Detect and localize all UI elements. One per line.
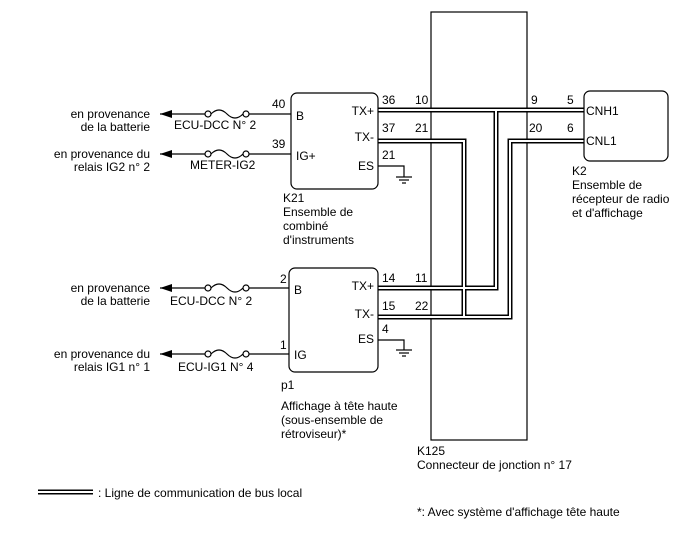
k21-pin-ig: IG+: [296, 149, 316, 163]
p1-input2-source-line2: relais IG1 n° 1: [74, 360, 150, 374]
p1-pin-ig: IG: [294, 348, 307, 362]
p1-input2-source-line1: en provenance du: [54, 347, 150, 361]
p1-input1-source-line2: de la batterie: [81, 294, 151, 308]
k125-pin-number-21: 21: [415, 121, 429, 135]
k21-input1-fuse-label: ECU-DCC N° 2: [174, 118, 256, 132]
k21-box: [290, 92, 379, 190]
k21-pin-number-b: 40: [272, 97, 286, 111]
k2-pin-number-cnl1: 6: [567, 121, 574, 135]
k125-pin-number-10: 10: [415, 93, 429, 107]
k21-input2-fuse-label: METER-IG2: [190, 158, 256, 172]
p1-name-line2: (sous-ensemble de: [281, 413, 383, 427]
legend: : Ligne de communication de bus local: [38, 486, 302, 500]
k21-id: K21: [283, 191, 305, 205]
k125-junction-connector-box: [430, 11, 528, 441]
p1-pin-number-es: 4: [382, 322, 389, 336]
footnote: *: Avec système d'affichage tête haute: [417, 505, 620, 519]
k2-pin-number-cnh1: 5: [567, 93, 574, 107]
p1-pin-number-b: 2: [280, 272, 287, 286]
p1-id: p1: [281, 378, 295, 392]
k2-name-line3: et d'affichage: [572, 206, 643, 220]
k21-input2-source-line2: relais IG2 n° 2: [74, 160, 150, 174]
bus-lines: [378, 107, 584, 320]
p1-pin-number-txp: 14: [382, 271, 396, 285]
p1-pin-txm: TX-: [355, 307, 374, 321]
p1-input1-source-line1: en provenance: [71, 281, 151, 295]
k2-name-line2: récepteur de radio: [572, 192, 670, 206]
k125-name: Connecteur de jonction n° 17: [417, 458, 572, 472]
p1-input1-fuse-label: ECU-DCC N° 2: [170, 294, 252, 308]
k21-pin-number-ig: 39: [272, 137, 286, 151]
k21-input2-arrow-icon: [160, 150, 172, 158]
fuse-icon: [204, 283, 250, 293]
fuse-icon: [204, 109, 250, 119]
ground-icon: [378, 165, 412, 184]
fuse-icon: [204, 349, 250, 359]
p1-input2-arrow-icon: [160, 350, 172, 358]
legend-label: : Ligne de communication de bus local: [98, 486, 302, 500]
p1-box: [288, 267, 379, 373]
k21-input1-arrow-icon: [160, 110, 172, 118]
k21-name-line2: combiné: [283, 219, 329, 233]
k21-input1-source-line2: de la batterie: [81, 120, 151, 134]
p1-input2-fuse-label: ECU-IG1 N° 4: [178, 360, 254, 374]
k21-name-line1: Ensemble de: [283, 205, 353, 219]
p1-section: en provenance de la batterie ECU-DCC N° …: [54, 267, 412, 441]
k21-input1-source-line1: en provenance: [71, 107, 151, 121]
k21-pin-b: B: [296, 109, 304, 123]
k21-name-line3: d'instruments: [283, 233, 354, 247]
p1-pin-b: B: [294, 283, 302, 297]
k21-pin-txm: TX-: [355, 130, 374, 144]
k125-id: K125: [417, 444, 445, 458]
k2-section: CNH1 CNL1 5 6 K2 Ensemble de récepteur d…: [567, 90, 670, 220]
k21-section: en provenance de la batterie ECU-DCC N° …: [54, 92, 412, 247]
p1-pin-es: ES: [358, 332, 374, 346]
k2-name-line1: Ensemble de: [572, 178, 642, 192]
k21-pin-number-txp: 36: [382, 93, 396, 107]
k21-pin-es: ES: [358, 159, 374, 173]
p1-pin-number-txm: 15: [382, 299, 396, 313]
k2-pin-cnh1: CNH1: [586, 104, 619, 118]
k21-pin-number-txm: 37: [382, 121, 396, 135]
k125-pin-number-20: 20: [529, 121, 543, 135]
k2-id: K2: [572, 164, 587, 178]
p1-pin-txp: TX+: [352, 279, 374, 293]
p1-input1-arrow-icon: [160, 284, 172, 292]
k125-pin-number-22: 22: [415, 299, 429, 313]
k21-pin-number-es: 21: [382, 148, 396, 162]
ground-icon: [378, 339, 412, 357]
k21-pin-txp: TX+: [352, 104, 374, 118]
k125-section: 10 21 11 22 9 20 K125 Connecteur de jonc…: [415, 93, 572, 472]
p1-name-line3: rétroviseur)*: [281, 427, 347, 441]
fuse-icon: [204, 149, 250, 159]
k125-pin-number-9: 9: [531, 93, 538, 107]
p1-pin-number-ig: 1: [280, 338, 287, 352]
k2-pin-cnl1: CNL1: [586, 134, 617, 148]
k21-input2-source-line1: en provenance du: [54, 147, 150, 161]
k2-box: [583, 90, 669, 162]
k125-pin-number-11: 11: [415, 271, 428, 285]
p1-name-line1: Affichage à tête haute: [281, 399, 398, 413]
